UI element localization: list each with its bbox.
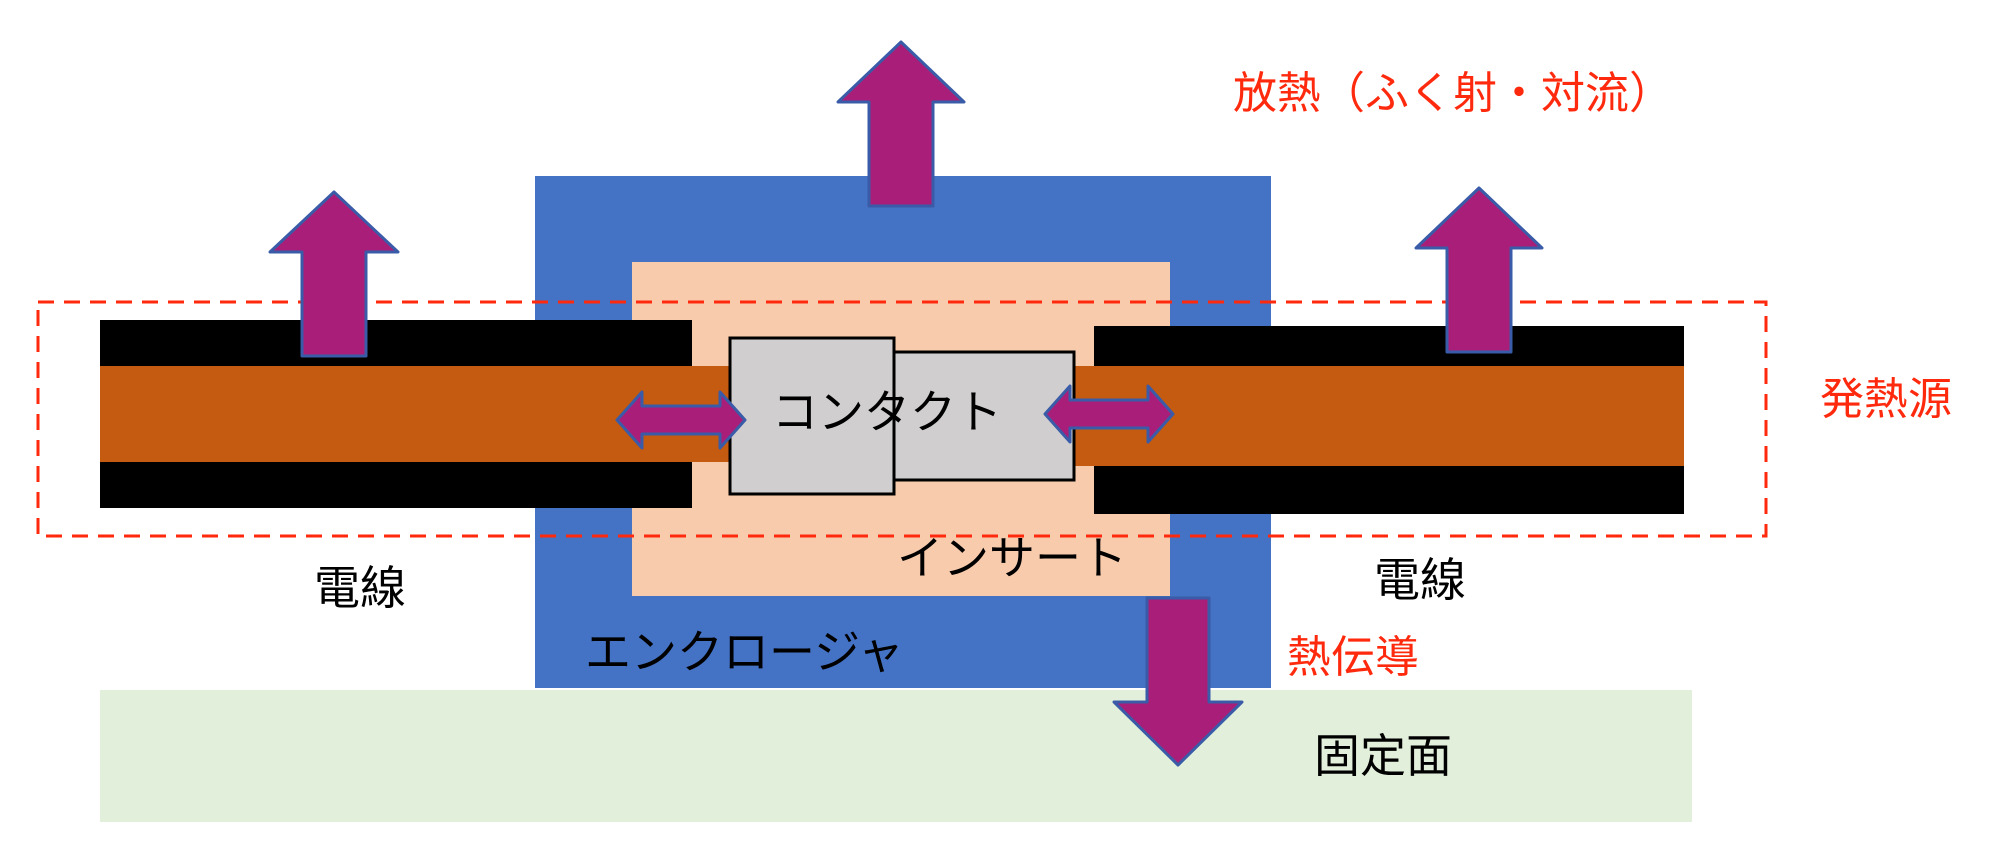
contact-right	[892, 350, 1076, 482]
radiation-arrow-right	[1414, 186, 1544, 354]
wire-left-label: 電線	[314, 561, 406, 615]
mounting-surface-label: 固定面	[1314, 729, 1452, 783]
enclosure-label: エンクロージャ	[585, 625, 904, 679]
heat-source-outline	[36, 300, 1768, 538]
wire-right	[1060, 326, 1684, 514]
conduction-arrow-left	[615, 390, 747, 450]
radiation-arrow-top	[836, 40, 966, 208]
radiation-arrow-left	[268, 190, 400, 358]
radiation-label: 放熱（ふく射・対流）	[1233, 68, 1673, 119]
contact-label: コンタクト	[772, 385, 1002, 439]
wire-right-label: 電線	[1374, 553, 1466, 607]
conduction-label: 熱伝導	[1287, 632, 1419, 683]
wire-left	[100, 320, 730, 508]
conduction-arrow-right	[1043, 384, 1175, 444]
insert-label: インサート	[897, 531, 1127, 585]
conduction-arrow-down	[1112, 596, 1244, 767]
mounting-surface	[100, 690, 1692, 822]
heat-source-label: 発熱源	[1820, 374, 1952, 425]
